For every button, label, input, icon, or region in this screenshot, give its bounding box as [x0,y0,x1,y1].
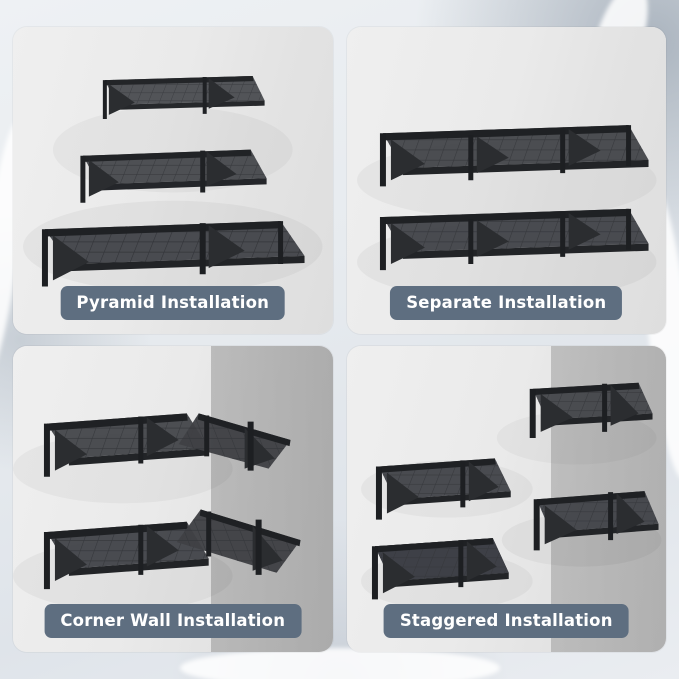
staggered-shelves-illustration [360,382,662,610]
panel-grid: Pyramid Installation [13,27,666,652]
caption-separate: Separate Installation [390,285,623,320]
background-swoosh-bottom [180,648,500,679]
caption-corner-wall: Corner Wall Installation [44,604,302,638]
corner-wall-shelves-illustration [13,412,301,611]
pyramid-shelves-illustration [22,76,323,293]
caption-staggered: Staggered Installation [383,604,629,638]
panel-corner-wall-scene [13,345,333,652]
panel-staggered: Staggered Installation [346,345,666,652]
panel-separate-scene [346,27,666,334]
panel-corner-wall: Corner Wall Installation [13,345,333,652]
separate-shelves-illustration [356,125,657,301]
panel-separate: Separate Installation [346,27,666,334]
caption-pyramid: Pyramid Installation [60,285,286,320]
panel-pyramid: Pyramid Installation [13,27,333,334]
